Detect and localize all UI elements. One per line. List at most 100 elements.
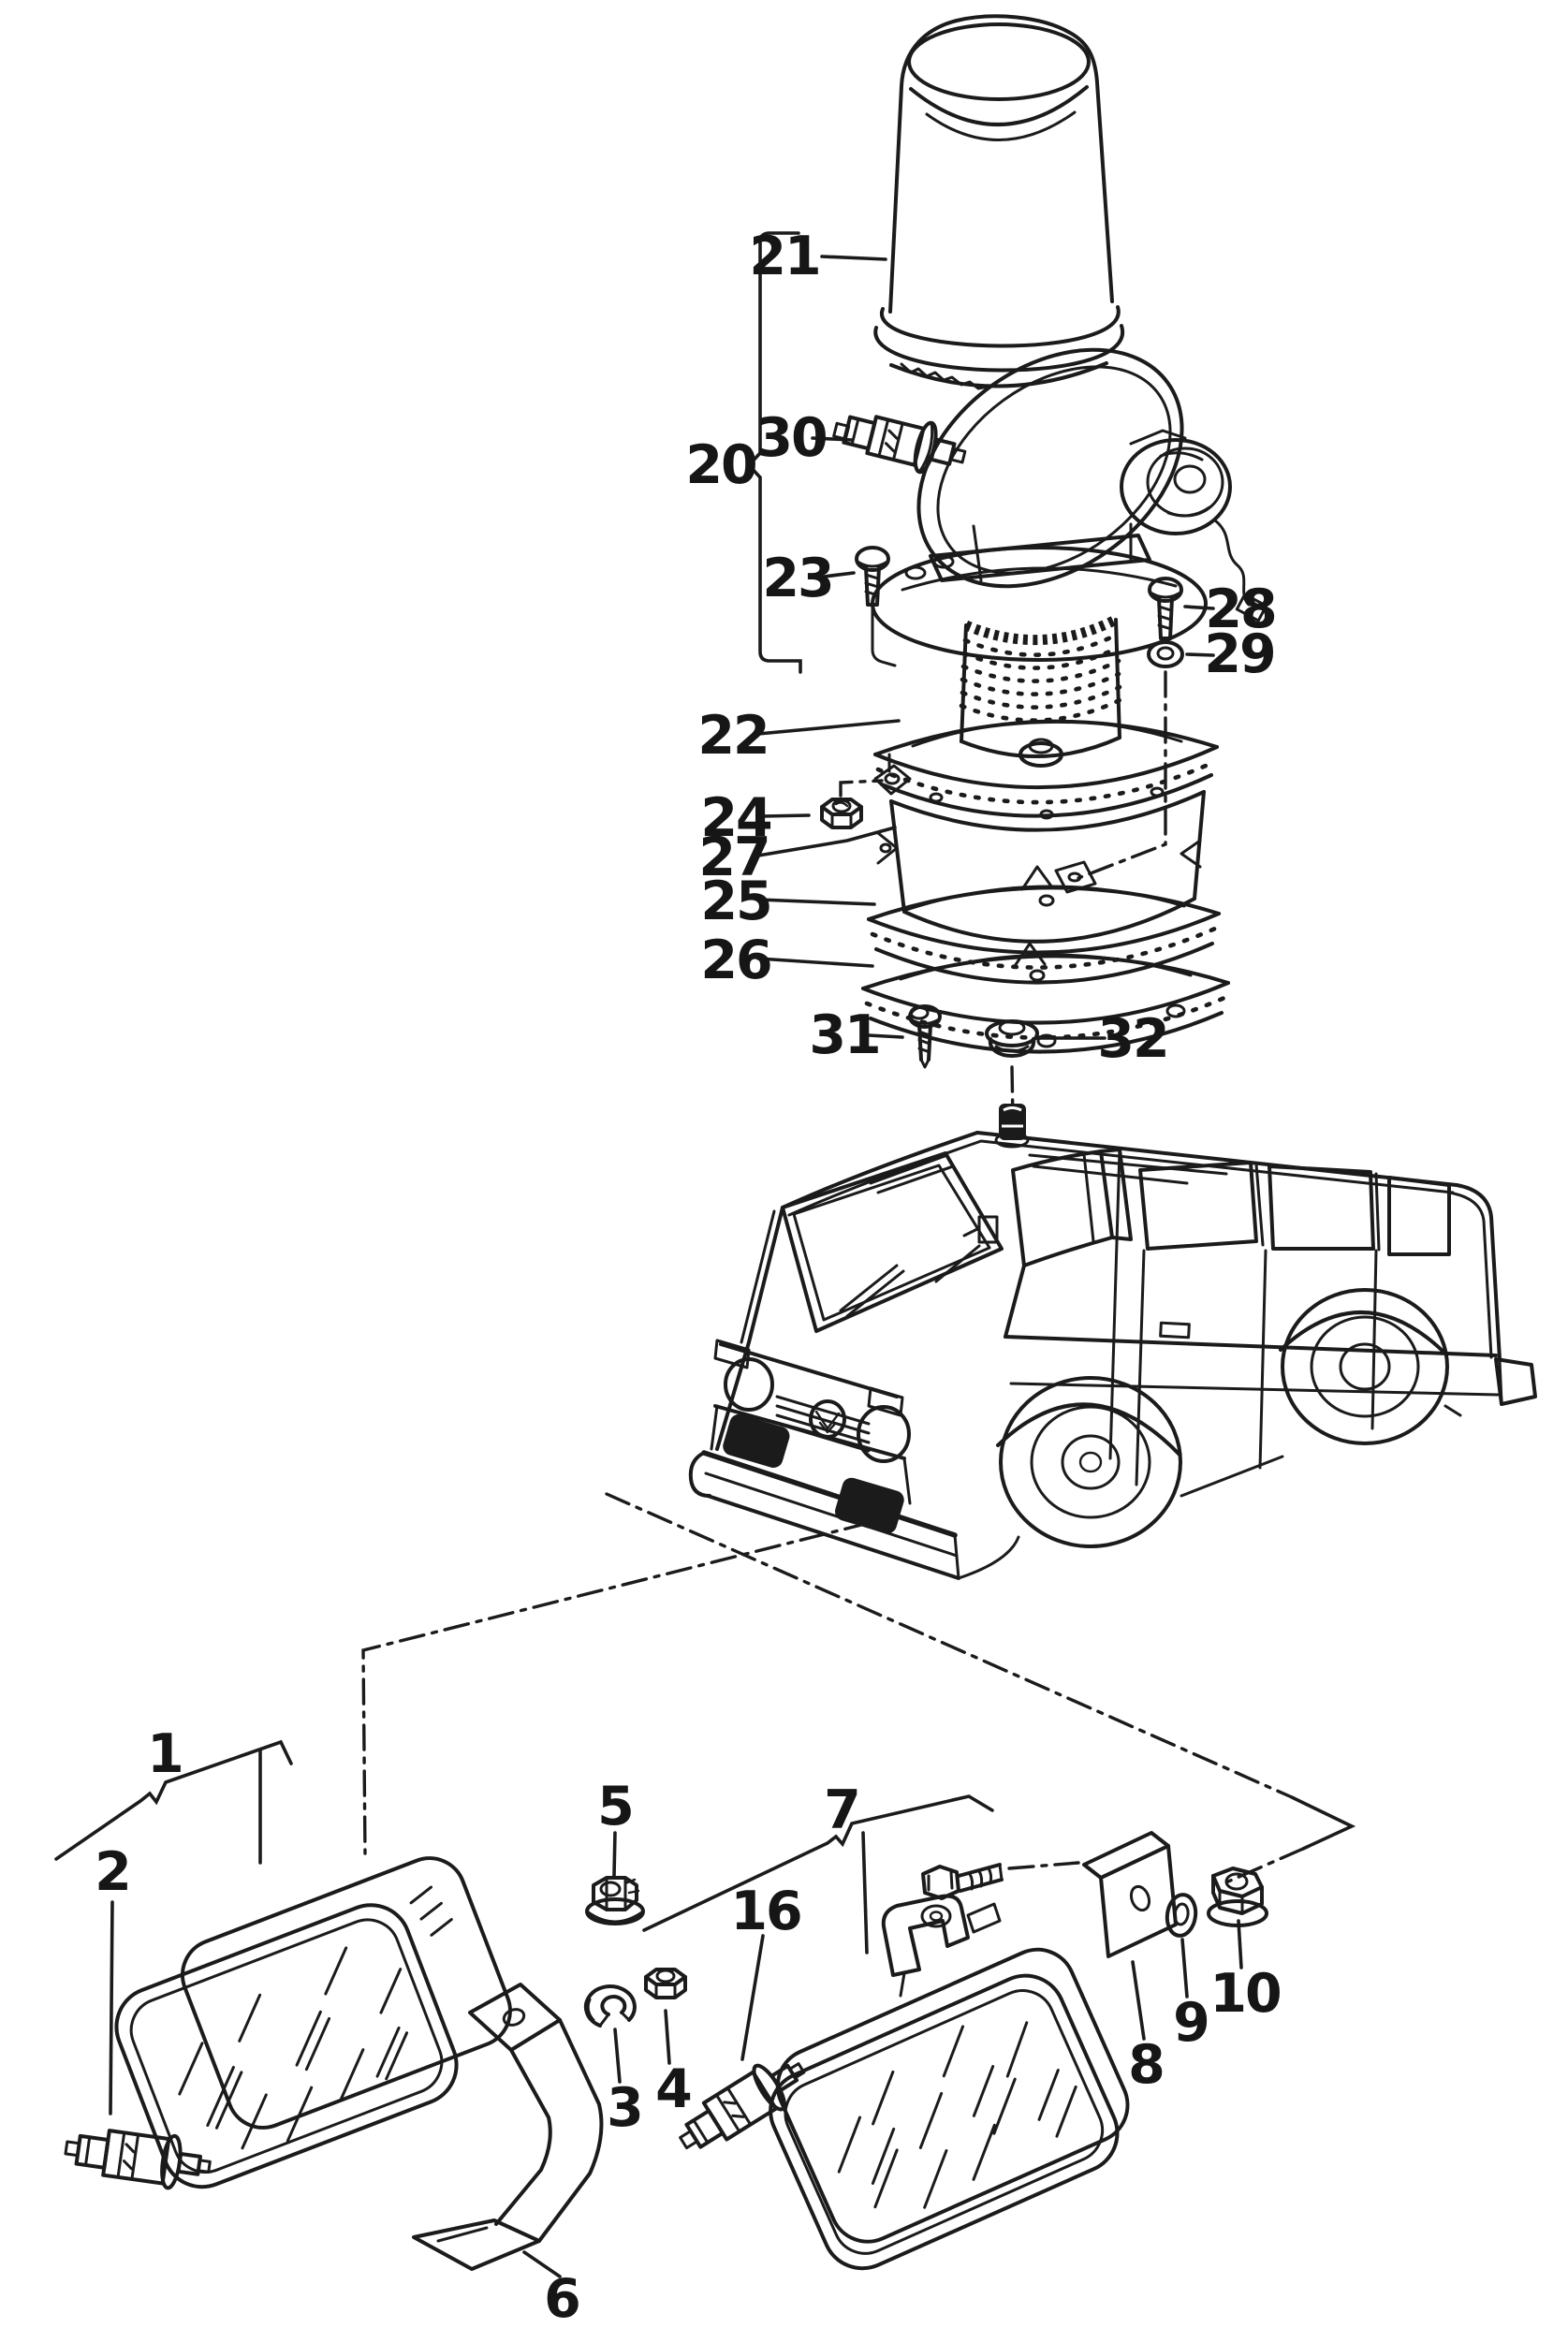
callout-5-collar-nut: 5 <box>597 1776 635 1878</box>
collar-nut-5 <box>585 1876 645 1925</box>
screw-23 <box>855 546 897 667</box>
angle-bracket-8 <box>1082 1831 1178 1958</box>
fog-lamp-right <box>679 1831 1268 2271</box>
callout-label-3: 3 <box>607 2077 642 2139</box>
callout-leader-2 <box>109 1900 114 2116</box>
group-7-bracket <box>642 1794 994 1955</box>
callout-22-perforated-ring: 22 <box>697 705 901 767</box>
callout-21-beacon-dome: 21 <box>749 226 887 287</box>
callout-32-grommet: 32 <box>1039 1008 1170 1070</box>
callout-30-beacon-bulb: 30 <box>755 407 854 469</box>
perforated-ring-25 <box>867 885 1221 985</box>
callout-label-5: 5 <box>597 1776 633 1838</box>
callout-leader-23 <box>822 571 856 578</box>
hex-nut-24 <box>820 779 884 829</box>
callout-20-beacon-upper-group-bracket: 20 <box>685 434 757 496</box>
callout-label-22: 22 <box>697 705 768 767</box>
callout-7-fog-lamp-group-right: 7 <box>824 1779 861 1841</box>
beacon-rotor-reflector <box>871 347 1268 768</box>
callout-leader-24 <box>760 813 811 818</box>
grommet-32 <box>985 1019 1039 1123</box>
callout-leader-26 <box>756 957 874 968</box>
flange-nut-10 <box>1207 1867 1268 1927</box>
washer-9 <box>1165 1893 1198 1938</box>
callout-31-tapping-screw: 31 <box>809 1004 904 1066</box>
callout-label-32: 32 <box>1097 1008 1167 1070</box>
lamp-pivot-bracket <box>881 1894 1002 1998</box>
callout-9-flat-washer: 9 <box>1173 1938 1210 2054</box>
callout-27-housing-drum: 27 <box>698 826 897 888</box>
callout-label-29: 29 <box>1204 623 1274 685</box>
callout-leader-4 <box>664 2009 671 2065</box>
callout-label-6: 6 <box>544 2268 579 2328</box>
perforated-ring-22 <box>873 719 1219 820</box>
callout-label-26: 26 <box>700 930 770 991</box>
callout-label-21: 21 <box>749 226 819 287</box>
housing-drum-27 <box>876 790 1206 944</box>
callout-label-1: 1 <box>147 1723 183 1785</box>
callout-3-lock-washer: 3 <box>607 2028 644 2139</box>
callout-label-25: 25 <box>700 871 770 932</box>
callout-25-perforated-ring: 25 <box>700 871 876 932</box>
bumper-fog-lamp-left <box>723 1413 790 1468</box>
callout-label-27: 27 <box>698 827 769 888</box>
roof-beacon-stub <box>994 1104 1030 1149</box>
callout-26-base-ring: 26 <box>700 930 874 991</box>
callout-1-fog-lamp-group-left: 1 <box>147 1723 184 1785</box>
callout-label-8: 8 <box>1128 2034 1164 2096</box>
callout-label-20: 20 <box>685 434 755 496</box>
dome-serration <box>900 362 989 390</box>
callout-29-flat-washer: 29 <box>1185 623 1277 685</box>
bumper-fog-lamp-right <box>835 1477 904 1534</box>
callout-leader-21 <box>820 255 887 261</box>
bulb-2 <box>64 2129 212 2190</box>
callout-4-hex-nut: 4 <box>655 2009 693 2120</box>
callout-leader-25 <box>756 898 876 906</box>
callout-leader-22 <box>756 719 901 736</box>
callout-leader-30 <box>811 436 854 442</box>
washer-29 <box>1054 640 1184 894</box>
callout-label-4: 4 <box>655 2058 691 2120</box>
callout-label-23: 23 <box>762 548 832 609</box>
callout-leader-8 <box>1131 1960 1146 2041</box>
callout-label-28: 28 <box>1205 578 1275 640</box>
callout-label-10: 10 <box>1209 1963 1280 2025</box>
bulb-16 <box>679 2062 806 2150</box>
callout-28-pan-head-screw: 28 <box>1183 578 1278 640</box>
bracket-6 <box>412 1983 604 2271</box>
screw-28 <box>1148 577 1183 640</box>
callout-leader-27 <box>756 826 897 857</box>
screw-31 <box>908 1004 942 1069</box>
fog-lamp-left <box>64 1856 687 2271</box>
callout-leader-31 <box>867 1033 904 1039</box>
callout-2-bulb: 2 <box>95 1841 132 2116</box>
beacon-dome <box>873 14 1124 390</box>
callout-leader-9 <box>1180 1938 1189 1999</box>
callout-16-bulb: 16 <box>730 1881 803 2061</box>
callout-10-flange-hex-nut: 10 <box>1209 1919 1282 2025</box>
callout-label-31: 31 <box>809 1004 879 1066</box>
callout-23-pan-head-screw: 23 <box>762 548 856 609</box>
callout-6-mounting-bracket: 6 <box>522 2250 581 2328</box>
bolt-7 <box>921 1861 1080 1900</box>
van <box>688 1104 1537 1580</box>
base-ring-26 <box>861 953 1230 1054</box>
callout-8-angle-bracket: 8 <box>1128 1960 1165 2096</box>
callout-leader-5 <box>612 1831 617 1878</box>
callout-label-30: 30 <box>755 407 826 469</box>
group-1-bracket <box>54 1739 293 1865</box>
callout-label-2: 2 <box>95 1841 130 1903</box>
callout-leader-3 <box>613 2028 622 2084</box>
lock-washer-3 <box>583 1984 637 2028</box>
group-20-bracket <box>746 231 802 674</box>
hex-nut-4 <box>644 1968 687 1999</box>
callout-label-9: 9 <box>1173 1992 1209 2054</box>
callout-leader-29 <box>1185 652 1215 657</box>
callout-label-7: 7 <box>824 1779 859 1841</box>
callout-label-16: 16 <box>730 1881 800 1942</box>
callout-leader-6 <box>522 2250 562 2278</box>
callout-label-24: 24 <box>700 787 771 849</box>
callout-leader-28 <box>1183 605 1215 610</box>
callout-leader-16 <box>740 1934 765 2061</box>
